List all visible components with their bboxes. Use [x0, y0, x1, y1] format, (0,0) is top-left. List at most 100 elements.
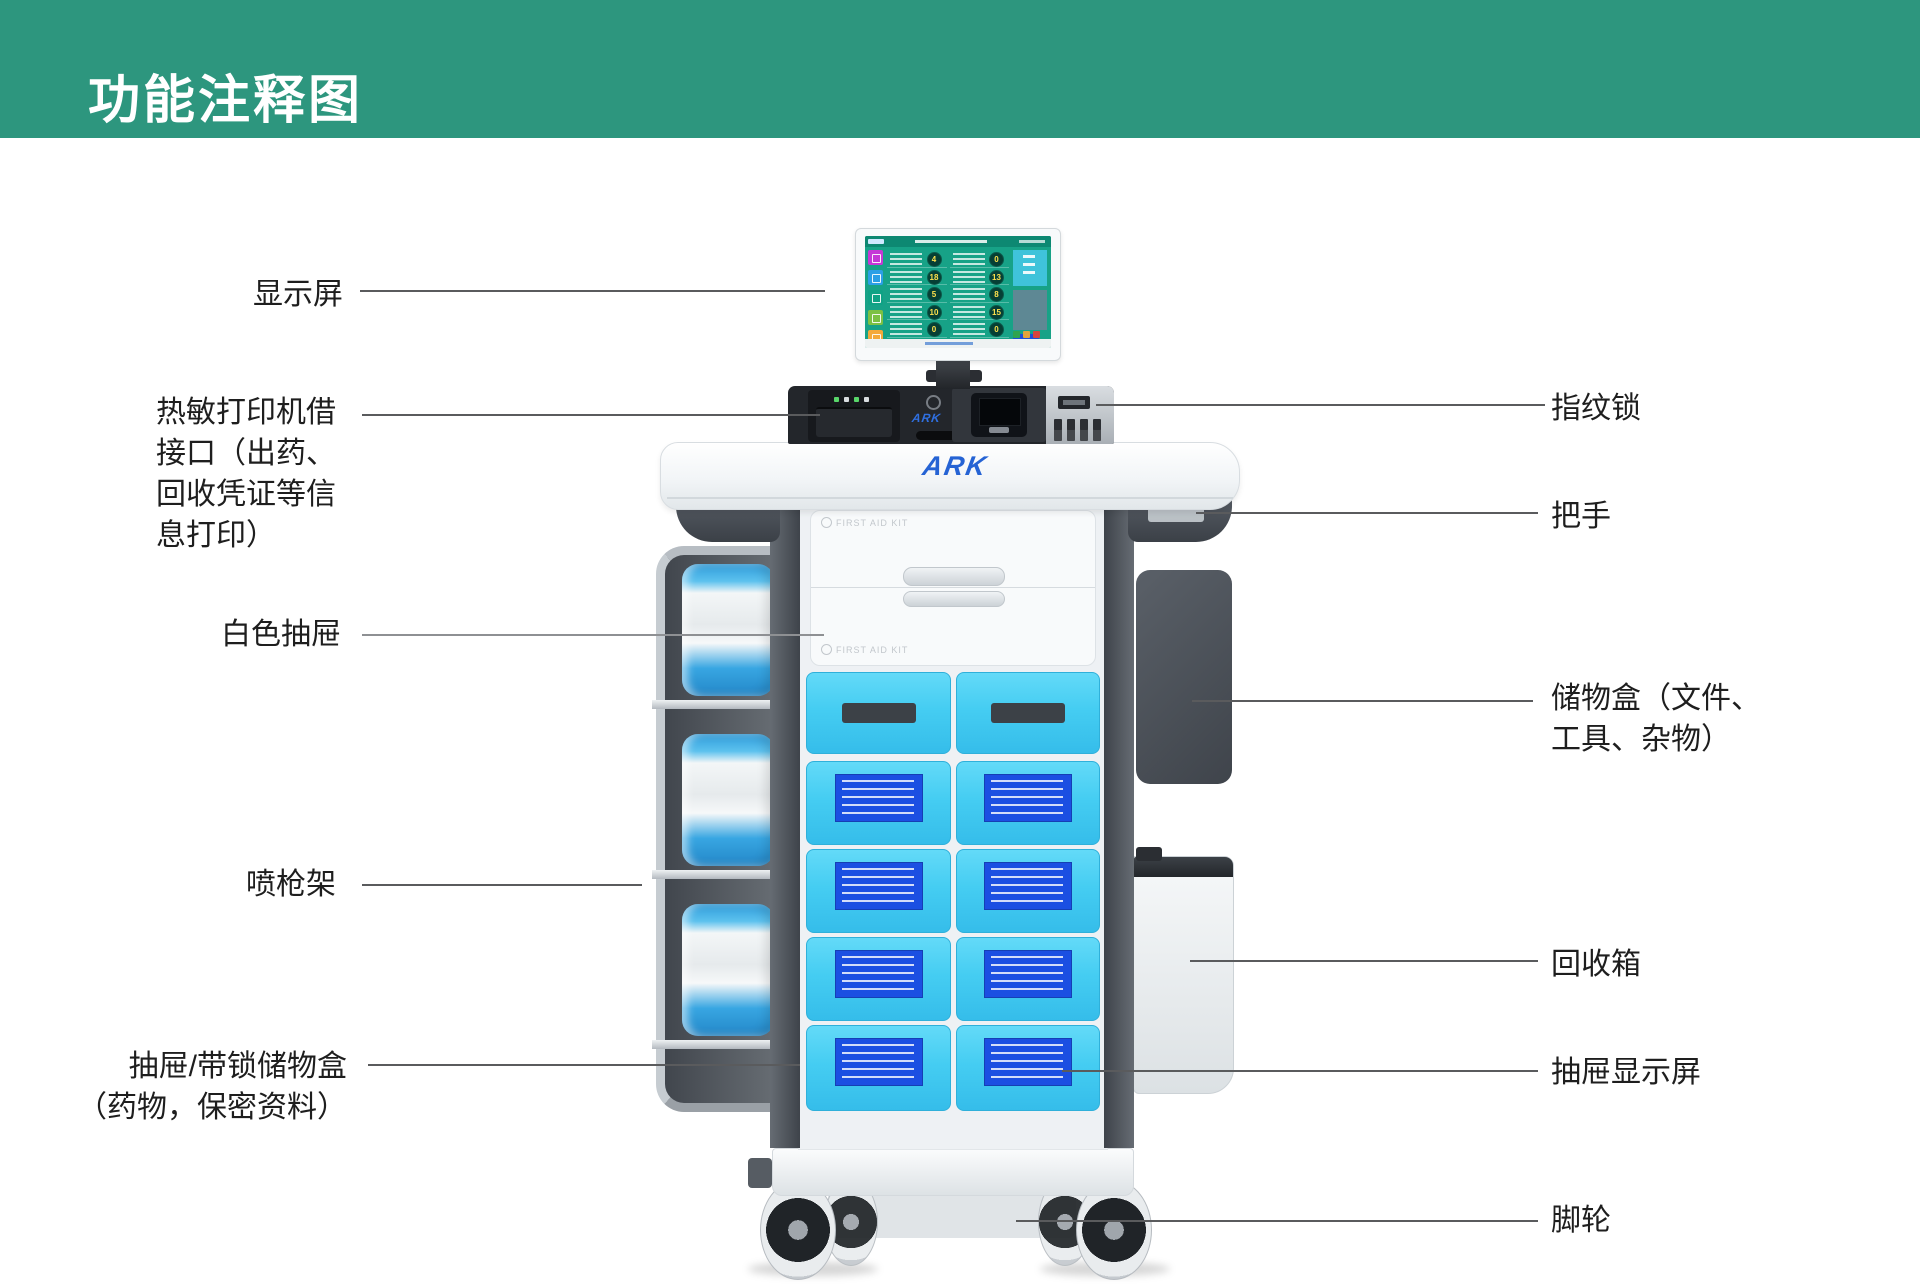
locker-drawer	[956, 849, 1100, 933]
callout-line-spray-gun-rack	[362, 884, 642, 886]
locker-drawer	[806, 672, 951, 754]
monitor-screen: 4 0 18 13 5 8 10 15 0 0	[865, 236, 1051, 348]
drawer-lcd-screen	[984, 950, 1072, 998]
count-badge: 5	[926, 287, 942, 303]
indicator-light-icon	[864, 397, 869, 402]
row-text-lines	[890, 323, 922, 336]
callout-line-printer-port	[362, 414, 820, 416]
callout-line-handle	[1196, 512, 1538, 514]
row-text-lines	[952, 270, 985, 283]
label-casters: 脚轮	[1551, 1204, 1611, 1237]
wheel-icon	[760, 1180, 836, 1280]
locker-drawer	[806, 1025, 951, 1111]
row-text-lines	[890, 288, 922, 301]
vent-grille	[1054, 419, 1101, 441]
spray-bottle	[682, 904, 774, 1036]
usb-port	[1058, 396, 1090, 409]
drawer-lcd-screen	[984, 862, 1072, 910]
indicator-light-icon	[834, 397, 839, 402]
drawer-lcd-screen	[834, 950, 923, 998]
monitor-row-grid: 4 0 18 13 5 8 10 15 0 0	[887, 250, 1009, 338]
console-side-panel	[1046, 386, 1114, 444]
vent-bar	[1054, 419, 1062, 441]
rack-shelf	[652, 870, 780, 879]
app-tile-icon	[868, 250, 883, 265]
label-drawer-display: 抽屉显示屏	[1551, 1056, 1701, 1089]
locker-drawer	[806, 849, 951, 933]
drawer-divider	[811, 587, 1095, 588]
callout-line-locked-drawer	[368, 1064, 800, 1066]
rack-shelf	[652, 1040, 780, 1049]
monitor-row-cell: 0	[949, 250, 1009, 268]
row-text-lines	[952, 288, 985, 301]
top-console: ARK	[788, 386, 1114, 444]
spray-bottle	[682, 734, 774, 866]
count-badge: 4	[926, 252, 942, 267]
drawer-lcd-screen	[834, 774, 923, 822]
monitor-row-cell: 5	[887, 285, 947, 303]
console-brand-logo: ARK	[911, 411, 942, 425]
drawer-handle-slot	[841, 703, 916, 723]
monitor-row-cell: 15	[949, 303, 1009, 321]
storage-box	[1136, 570, 1232, 784]
sidebar-gray-panel	[1013, 290, 1047, 330]
label-display: 显示屏	[253, 278, 343, 311]
row-text-lines	[890, 253, 922, 265]
label-handle: 把手	[1551, 500, 1611, 533]
cabinet-right-post	[1104, 500, 1134, 1148]
row-text-lines	[890, 270, 922, 283]
drawer-handle-slot	[991, 703, 1065, 723]
fingerprint-panel	[952, 388, 1046, 442]
monitor-row-cell: 0	[887, 320, 947, 338]
rack-shelf	[652, 700, 780, 709]
white-drawer-handle	[903, 567, 1005, 586]
label-spray-gun-rack: 喷枪架	[246, 868, 336, 901]
power-button-icon	[926, 395, 941, 410]
spray-bottle	[682, 564, 774, 696]
sidebar-cyan-panel	[1013, 250, 1047, 286]
locker-drawer	[956, 761, 1100, 845]
header-banner: 功能注释图	[0, 0, 1920, 138]
count-badge: 13	[989, 269, 1004, 285]
monitor-row-cell: 8	[949, 285, 1009, 303]
monitor-icon-column	[868, 250, 883, 348]
drawer-grid	[798, 668, 1106, 1148]
count-badge: 15	[989, 304, 1004, 320]
monitor: 4 0 18 13 5 8 10 15 0 0	[855, 228, 1061, 361]
cart-base	[772, 1148, 1134, 1196]
monitor-footer-bar	[865, 339, 1051, 348]
first-aid-mark-icon	[821, 517, 832, 528]
callout-line-white-drawer	[362, 634, 824, 636]
label-recycle-bin: 回收箱	[1551, 948, 1641, 981]
label-printer-port: 热敏打印机借 接口（出药、 回收凭证等信 息打印）	[156, 396, 336, 552]
monitor-titlebar	[865, 236, 1051, 247]
count-badge: 8	[989, 287, 1004, 303]
recycle-bin	[1133, 847, 1234, 1094]
count-badge: 0	[989, 252, 1004, 267]
count-badge: 0	[989, 322, 1004, 338]
locker-drawer	[956, 937, 1100, 1021]
callout-line-fingerprint-lock	[1096, 404, 1545, 406]
drawer-print-text: FIRST AID KIT	[836, 644, 909, 655]
white-drawer-handle	[903, 591, 1005, 607]
row-text-lines	[952, 253, 985, 265]
app-tile-icon	[868, 310, 883, 325]
monitor-row-cell: 4	[887, 250, 947, 268]
count-badge: 10	[926, 304, 942, 320]
monitor-row-cell: 18	[887, 268, 947, 286]
indicator-light-icon	[844, 397, 849, 402]
drawer-lcd-screen	[984, 774, 1072, 822]
row-text-lines	[952, 323, 985, 336]
vent-bar	[1080, 419, 1088, 441]
monitor-row-cell: 0	[949, 320, 1009, 338]
cart-tabletop: ARK	[660, 442, 1240, 510]
white-drawer-unit: FIRST AID KIT FIRST AID KIT	[810, 510, 1096, 666]
page-title: 功能注释图	[88, 72, 364, 130]
drawer-lcd-screen	[834, 1038, 923, 1086]
status-squares	[1013, 331, 1040, 338]
fingerprint-reader-window	[979, 398, 1021, 426]
callout-line-drawer-display	[1062, 1070, 1538, 1072]
locker-drawer	[956, 672, 1100, 754]
drawer-lcd-screen	[834, 862, 923, 910]
locker-drawer	[956, 1025, 1100, 1111]
